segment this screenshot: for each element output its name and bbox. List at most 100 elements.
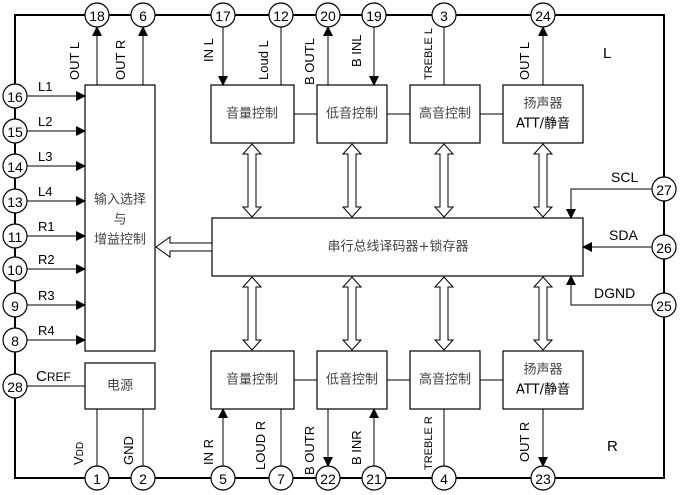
pin-number: 17: [215, 8, 231, 24]
pin-25: 25: [651, 292, 677, 318]
signal-label-l4: L4: [38, 184, 52, 199]
signal-label-b-inl: B INL: [349, 34, 364, 67]
pin-circle: [2, 223, 28, 249]
pin-circle: [361, 465, 387, 491]
pin-13: 13: [2, 188, 28, 214]
pin-3: 3: [431, 2, 457, 28]
pin-circle: [315, 2, 341, 28]
bus-to-input-arrow: [155, 236, 213, 258]
pin-11: 11: [2, 223, 28, 249]
pin-circle: [651, 176, 677, 202]
pin-21: 21: [361, 465, 387, 491]
bass-right-label: 低音控制: [326, 372, 378, 388]
vdd-main: V: [71, 456, 86, 465]
pin-circle: [2, 256, 28, 282]
pin-circle: [268, 465, 294, 491]
pin-8: 8: [2, 327, 28, 353]
pin-circle: [431, 465, 457, 491]
pin-27: 27: [651, 176, 677, 202]
pin-4: 4: [431, 465, 457, 491]
pin-7: 7: [268, 465, 294, 491]
input-select-line3: 增益控制: [94, 233, 146, 248]
pin-20: 20: [315, 2, 341, 28]
signal-label-in-r: IN R: [201, 439, 216, 465]
signal-label-sda: SDA: [609, 227, 638, 243]
treble-left-label: 高音控制: [419, 106, 471, 122]
pin-number: 27: [656, 182, 672, 198]
speaker-right-line2: ATT/静音: [516, 382, 570, 398]
pin-number: 12: [273, 8, 289, 24]
pin-number: 1: [93, 471, 101, 487]
pin-circle: [2, 83, 28, 109]
signal-label-out-l: OUT L: [517, 42, 532, 80]
signal-label-r4: R4: [38, 323, 55, 338]
pin-circle: [210, 2, 236, 28]
pin-number: 23: [535, 471, 551, 487]
bus-arrow-right-3: [532, 276, 554, 351]
signal-label-l3: L3: [38, 149, 52, 164]
power-label: 电源: [107, 379, 133, 394]
pin-number: 24: [535, 8, 551, 24]
input-select-line2: 与: [113, 213, 126, 228]
bass-left-label: 低音控制: [326, 106, 378, 122]
pin-circle: [210, 465, 236, 491]
bus-arrow-right-0: [241, 276, 263, 351]
block-bass-right: 低音控制: [316, 350, 388, 410]
signal-label-b-inr: B INR: [349, 430, 364, 465]
signal-label-gnd: GND: [121, 436, 136, 465]
block-bus-decoder: 串行总线译码器+锁存器: [211, 217, 584, 277]
signal-label-r2: R2: [38, 252, 55, 267]
signal-label-treble-l: TREBLE L: [423, 28, 435, 80]
pin-number: 9: [11, 298, 19, 314]
bus-arrow-right-1: [341, 276, 363, 351]
pin-circle: [651, 234, 677, 260]
pin-circle: [2, 153, 28, 179]
speaker-left-line2: ATT/静音: [516, 116, 570, 132]
pin-number: 8: [11, 333, 19, 349]
signal-label-cref: CREF: [36, 368, 71, 385]
volume-right-label: 音量控制: [226, 372, 278, 388]
pin-number: 7: [277, 471, 285, 487]
signal-label-l2: L2: [38, 114, 52, 129]
pin-12: 12: [268, 2, 294, 28]
pin-number: 26: [656, 240, 672, 256]
pin-1: 1: [84, 465, 110, 491]
signal-label-b-outl: B OUTL: [302, 38, 317, 85]
pin-15: 15: [2, 118, 28, 144]
cref-sub: REF: [47, 370, 71, 384]
input-select-line1: 输入选择: [94, 192, 146, 208]
signal-label-dgnd: DGND: [594, 285, 635, 301]
pin-circle: [2, 188, 28, 214]
pin-23: 23: [530, 465, 556, 491]
volume-left-label: 音量控制: [226, 106, 278, 122]
pin-circle: [315, 465, 341, 491]
speaker-left-line1: 扬声器: [523, 97, 562, 112]
pin-number: 18: [89, 8, 105, 24]
block-speaker-left: 扬声器 ATT/静音: [502, 84, 584, 144]
signal-label-loud-r: LOUD R: [253, 421, 268, 470]
signal-label-in-l: IN L: [201, 38, 216, 62]
pin-circle: [2, 292, 28, 318]
pin-number: 11: [8, 229, 23, 245]
bus-arrow-left-3: [532, 143, 554, 218]
pin-number: 6: [139, 8, 147, 24]
signal-label-out-l: OUT L: [67, 42, 82, 80]
signal-label-scl: SCL: [611, 169, 638, 185]
pin-18: 18: [84, 2, 110, 28]
pin-number: 25: [656, 298, 672, 314]
pin-circle: [651, 292, 677, 318]
pin-circle: [2, 118, 28, 144]
cref-main: C: [36, 368, 47, 385]
pin-10: 10: [2, 256, 28, 282]
pin-number: 28: [7, 379, 23, 395]
bus-decoder-label: 串行总线译码器+锁存器: [328, 239, 469, 255]
pin-circle: [130, 2, 156, 28]
signal-label-r1: R1: [38, 219, 55, 234]
bus-arrow-left-1: [341, 143, 363, 218]
pin-number: 22: [320, 471, 336, 487]
pin-circle: [530, 2, 556, 28]
block-input-select: 输入选择 与 增益控制: [84, 84, 156, 352]
bus-arrows: [241, 143, 554, 351]
